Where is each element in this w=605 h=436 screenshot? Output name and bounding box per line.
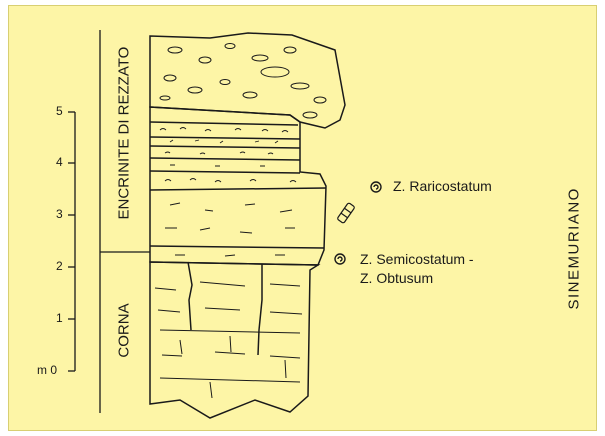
joint-lines (180, 336, 286, 398)
fracture-line (188, 262, 192, 330)
formation-label-corna: CORNA (116, 291, 133, 371)
bed-line (150, 246, 324, 248)
rock-column (150, 33, 345, 418)
scale-bar (68, 112, 75, 371)
ammonite-icon (335, 254, 345, 264)
joint-lines (155, 282, 300, 290)
stage-label-sinemuriano: SINEMURIANO (566, 200, 583, 310)
zone-label-raricostatum: Z. Raricostatum (393, 178, 492, 194)
crinoid-stem-icon (337, 203, 355, 224)
bed-line (150, 158, 300, 160)
joint-lines (162, 352, 300, 358)
encrinite-beds-outline (150, 107, 326, 265)
bed-line (150, 171, 300, 173)
ammonite-icon (371, 182, 381, 192)
fracture-line (258, 264, 262, 355)
zone-label-obtusum: Z. Obtusum (360, 270, 433, 286)
bed-line (150, 122, 298, 125)
nodular-texture (160, 44, 326, 119)
scale-label-1: 1 (56, 311, 63, 325)
scale-label-2: 2 (56, 259, 63, 273)
joint-lines (158, 308, 302, 314)
bed-line (150, 137, 300, 139)
scale-label-0: m 0 (37, 363, 57, 377)
scale-label-3: 3 (56, 207, 63, 221)
scale-label-5: 5 (56, 104, 63, 118)
scale-label-4: 4 (56, 155, 63, 169)
zone-label-semicostatum: Z. Semicostatum - (360, 251, 474, 267)
formation-label-encrinite: ENCRINITE DI REZZATO (116, 60, 133, 220)
bed-line (150, 146, 300, 148)
joint-lines (160, 330, 300, 333)
bed-line (150, 188, 326, 190)
joint-lines (160, 378, 300, 382)
